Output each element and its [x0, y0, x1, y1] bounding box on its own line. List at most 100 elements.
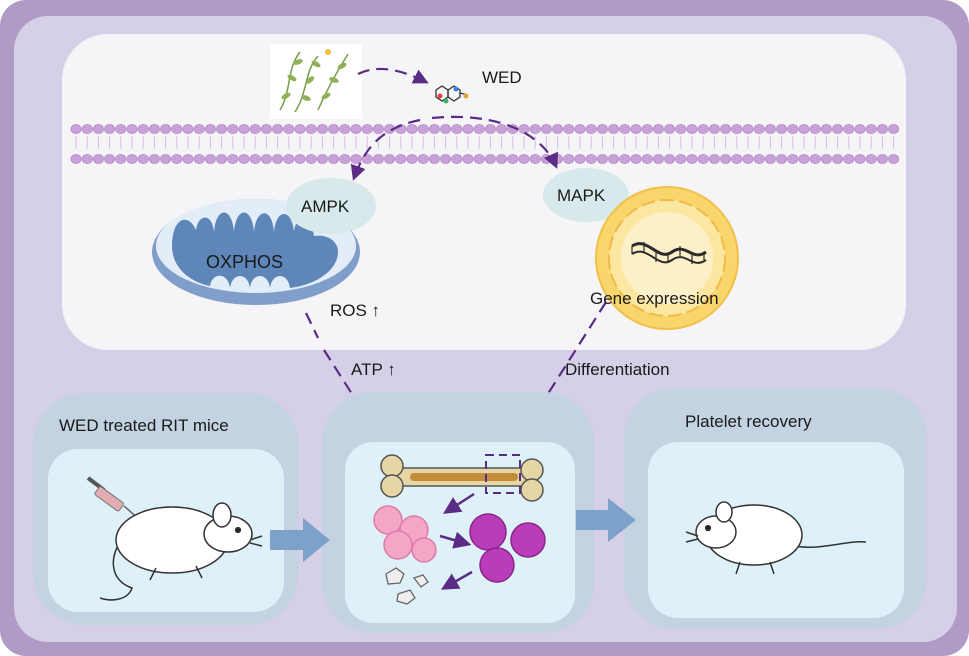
lipid-head: [507, 154, 519, 164]
lipid-head: [283, 124, 295, 134]
lipid-head: [395, 154, 407, 164]
ampk-oval: [286, 178, 376, 234]
lipid-head: [70, 154, 82, 164]
lipid-head: [686, 154, 698, 164]
lipid-head: [216, 124, 228, 134]
lipid-head: [776, 124, 788, 134]
lipid-head: [529, 124, 541, 134]
wed-label: WED: [482, 68, 522, 87]
megakaryocytes: [469, 513, 546, 583]
lipid-head: [865, 154, 877, 164]
lipid-head: [753, 124, 765, 134]
wed-entry-arrows: [350, 67, 559, 181]
lipid-head: [283, 154, 295, 164]
lipid-head: [227, 154, 239, 164]
lipid-head: [742, 154, 754, 164]
lipid-head: [372, 154, 384, 164]
lipid-head: [305, 124, 317, 134]
lipid-head: [630, 154, 642, 164]
lipid-head: [753, 154, 765, 164]
lipid-head: [104, 124, 116, 134]
recovered-mouse-image: [685, 501, 867, 575]
lipid-head: [596, 124, 608, 134]
lipid-head: [182, 124, 194, 134]
lipid-head: [193, 124, 205, 134]
lipid-head: [171, 124, 183, 134]
lipid-head: [798, 124, 810, 134]
lipid-head: [708, 124, 720, 134]
lipid-head: [764, 124, 776, 134]
lipid-head: [92, 154, 104, 164]
oxphos-label: OXPHOS: [206, 252, 284, 272]
lipid-head: [664, 124, 676, 134]
lipid-head: [529, 154, 541, 164]
lipid-head: [193, 154, 205, 164]
lipid-head: [406, 124, 418, 134]
lipid-head: [70, 124, 82, 134]
lipid-head: [272, 154, 284, 164]
lipid-head: [417, 154, 429, 164]
lipid-head: [361, 124, 373, 134]
lipid-head: [854, 154, 866, 164]
lipid-head: [876, 154, 888, 164]
gene-expression-label: Gene expression: [590, 289, 719, 308]
lipid-head: [339, 154, 351, 164]
lipid-head: [204, 124, 216, 134]
lipid-head: [171, 154, 183, 164]
lipid-head: [372, 124, 384, 134]
lipid-head: [81, 124, 93, 134]
bone-image: [380, 454, 544, 502]
lipid-head: [843, 154, 855, 164]
lipid-head: [641, 124, 653, 134]
lipid-head: [115, 124, 127, 134]
lipid-head: [563, 154, 575, 164]
flow-arrow-left: [270, 518, 330, 562]
lipid-head: [339, 124, 351, 134]
lipid-head: [272, 124, 284, 134]
lipid-head: [316, 154, 328, 164]
lipid-head: [697, 154, 709, 164]
lipid-head: [328, 154, 340, 164]
lipid-head: [182, 154, 194, 164]
lipid-head: [641, 154, 653, 164]
lipid-head: [518, 154, 530, 164]
lipid-head: [652, 124, 664, 134]
nucleus: [595, 186, 739, 330]
plant-image: [270, 44, 362, 119]
right-panel-title: Platelet recovery: [685, 412, 812, 431]
atp-label: ATP ↑: [351, 360, 396, 379]
lipid-head: [451, 154, 463, 164]
lipid-head: [608, 154, 620, 164]
lipid-head: [552, 124, 564, 134]
lipid-head: [742, 124, 754, 134]
lipid-head: [888, 124, 900, 134]
lipid-head: [160, 154, 172, 164]
lipid-head: [81, 154, 93, 164]
lipid-head: [652, 154, 664, 164]
lipid-head: [888, 154, 900, 164]
lipid-head: [820, 154, 832, 164]
lipid-head: [238, 124, 250, 134]
lipid-head: [787, 154, 799, 164]
mapk-oval: [543, 168, 629, 222]
lipid-head: [876, 124, 888, 134]
lipid-head: [126, 124, 138, 134]
lipid-head: [820, 124, 832, 134]
lipid-head: [585, 154, 597, 164]
lipid-head: [451, 124, 463, 134]
lipid-head: [585, 124, 597, 134]
lipid-head: [540, 124, 552, 134]
lipid-head: [160, 124, 172, 134]
lipid-head: [832, 154, 844, 164]
lipid-head: [484, 154, 496, 164]
lipid-head: [619, 124, 631, 134]
lipid-head: [260, 154, 272, 164]
lipid-head: [574, 124, 586, 134]
lipid-head: [104, 154, 116, 164]
lipid-head: [540, 154, 552, 164]
lipid-head: [798, 154, 810, 164]
lipid-head: [148, 154, 160, 164]
lipid-head: [675, 124, 687, 134]
